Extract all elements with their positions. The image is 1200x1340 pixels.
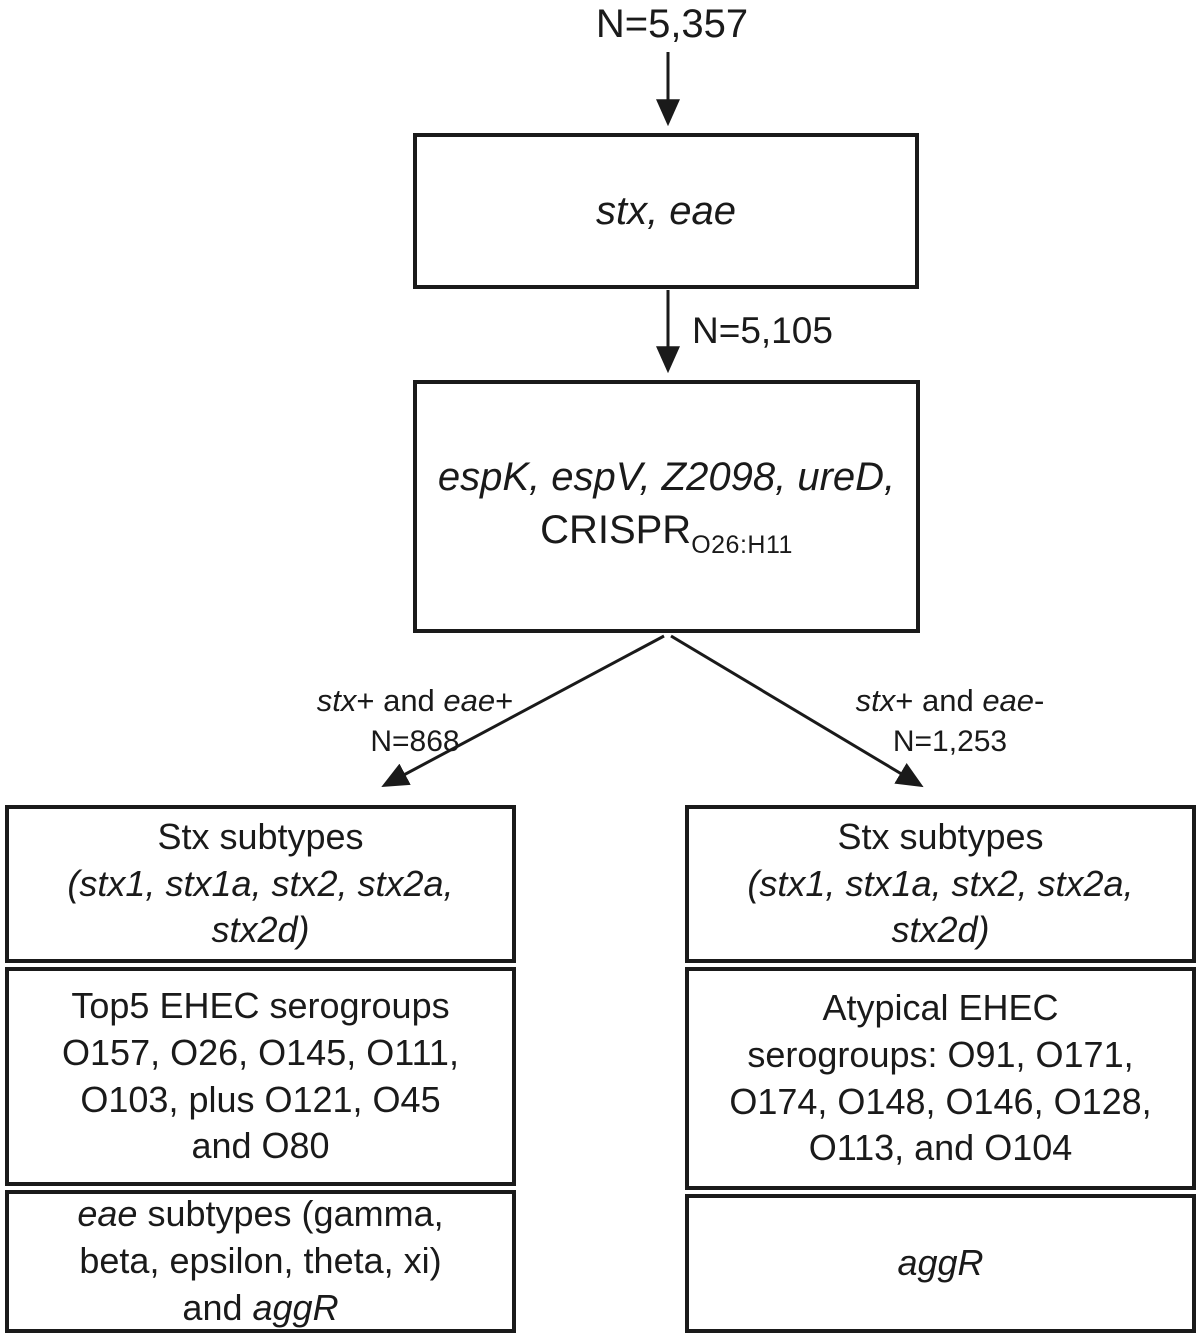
right-stx-title: Stx subtypes <box>837 815 1044 857</box>
screen2-box: espK, espV, Z2098, ureD, CRISPRO26:H11 <box>413 380 920 633</box>
right-sero-line1: Atypical EHEC <box>822 986 1059 1028</box>
right-stx-line2: (stx1, stx1a, stx2, stx2a, <box>747 862 1134 904</box>
left-serogroups-box: Top5 EHEC serogroups O157, O26, O145, O1… <box>5 967 516 1186</box>
screen1-genes: stx, eae <box>595 188 737 233</box>
crispr-subscript: O26:H11 <box>691 530 793 559</box>
left-sero-line2: O157, O26, O145, O111, <box>62 1031 459 1073</box>
left-stx-line2: (stx1, stx1a, stx2, stx2a, <box>67 862 454 904</box>
branch-left-count: N=868 <box>370 725 460 759</box>
left-sero-line1: Top5 EHEC serogroups <box>71 984 450 1026</box>
branch-left-label: stx+ and eae+ N=868 <box>270 682 560 759</box>
branch-right-label: stx+ and eae- N=1,253 <box>800 682 1100 759</box>
total-count-label: N=5,357 <box>595 2 749 46</box>
branch-right-condition: stx+ and eae- <box>855 683 1045 718</box>
left-stx-line3: stx2d) <box>211 909 310 951</box>
left-sero-line4: and O80 <box>191 1125 330 1167</box>
left-eae-line1: eae subtypes (gamma, <box>77 1193 444 1235</box>
right-sero-line3: O174, O148, O146, O128, <box>729 1080 1152 1122</box>
branch-right-arrow <box>670 634 924 788</box>
screen1-pass-count-label: N=5,105 <box>692 310 833 351</box>
screen2-crispr-line: CRISPRO26:H11 <box>540 504 793 562</box>
crispr-label: CRISPR <box>540 507 692 552</box>
right-aggr-box: aggR <box>685 1194 1196 1333</box>
right-serogroups-box: Atypical EHEC serogroups: O91, O171, O17… <box>685 967 1196 1190</box>
right-sero-line2: serogroups: O91, O171, <box>747 1033 1134 1075</box>
right-sero-line4: O113, and O104 <box>808 1127 1073 1169</box>
left-eae-line2: beta, epsilon, theta, xi) <box>79 1240 442 1282</box>
left-stx-subtypes-box: Stx subtypes (stx1, stx1a, stx2, stx2a, … <box>5 805 516 963</box>
branch-left-condition: stx+ and eae+ <box>316 683 514 718</box>
left-stx-title: Stx subtypes <box>157 815 364 857</box>
right-aggr-line: aggR <box>897 1242 984 1284</box>
left-sero-line3: O103, plus O121, O45 <box>80 1078 441 1120</box>
left-eae-subtypes-box: eae subtypes (gamma, beta, epsilon, thet… <box>5 1190 516 1333</box>
branch-left-arrow <box>381 634 665 787</box>
screen2-genes-line: espK, espV, Z2098, ureD, <box>437 455 896 500</box>
left-eae-line3: and aggR <box>182 1286 339 1328</box>
right-stx-line3: stx2d) <box>891 909 990 951</box>
right-stx-subtypes-box: Stx subtypes (stx1, stx1a, stx2, stx2a, … <box>685 805 1196 963</box>
branch-right-count: N=1,253 <box>892 725 1008 759</box>
screen1-box: stx, eae <box>413 133 919 289</box>
